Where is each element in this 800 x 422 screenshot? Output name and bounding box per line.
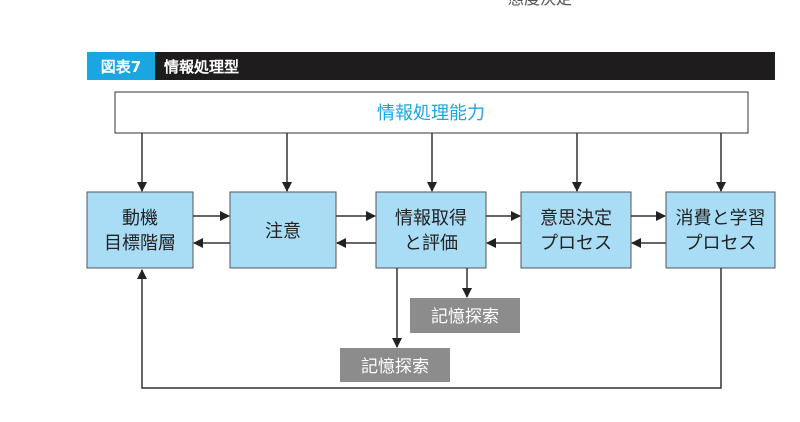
- capacity-label: 情報処理能力: [377, 103, 485, 124]
- figure-tag: [87, 52, 155, 80]
- flow-arrows: [193, 211, 666, 248]
- stage-label: 目標階層: [104, 233, 176, 254]
- capacity-arrows: [137, 133, 726, 192]
- memory-search-label: 記憶探索: [361, 357, 429, 377]
- memory-search-box: [340, 348, 450, 382]
- stage-box: [375, 191, 487, 269]
- stage-box: [665, 191, 776, 269]
- figure-title: 情報処理型: [164, 58, 239, 76]
- cut-off-caption: 態度決定: [508, 0, 572, 8]
- memory-search-box: [410, 298, 520, 333]
- figure-number: 図表7: [101, 58, 141, 76]
- header-bar: [87, 52, 775, 80]
- stage-label: プロセス: [540, 233, 612, 254]
- stage-box: [86, 191, 194, 269]
- stage-label: プロセス: [685, 233, 757, 254]
- stage-box: [229, 191, 337, 269]
- feedback-arrow: [137, 268, 722, 389]
- memory-search-label: 記憶探索: [431, 307, 499, 327]
- stage-label: と評価: [404, 233, 458, 254]
- stage-box: [520, 191, 632, 269]
- stage-label: 情報取得: [395, 208, 467, 229]
- stage-label: 動機: [122, 208, 158, 229]
- stage-label: 注意: [265, 221, 301, 242]
- stage-label: 意思決定: [540, 208, 612, 229]
- stage-label: 消費と学習: [676, 208, 766, 229]
